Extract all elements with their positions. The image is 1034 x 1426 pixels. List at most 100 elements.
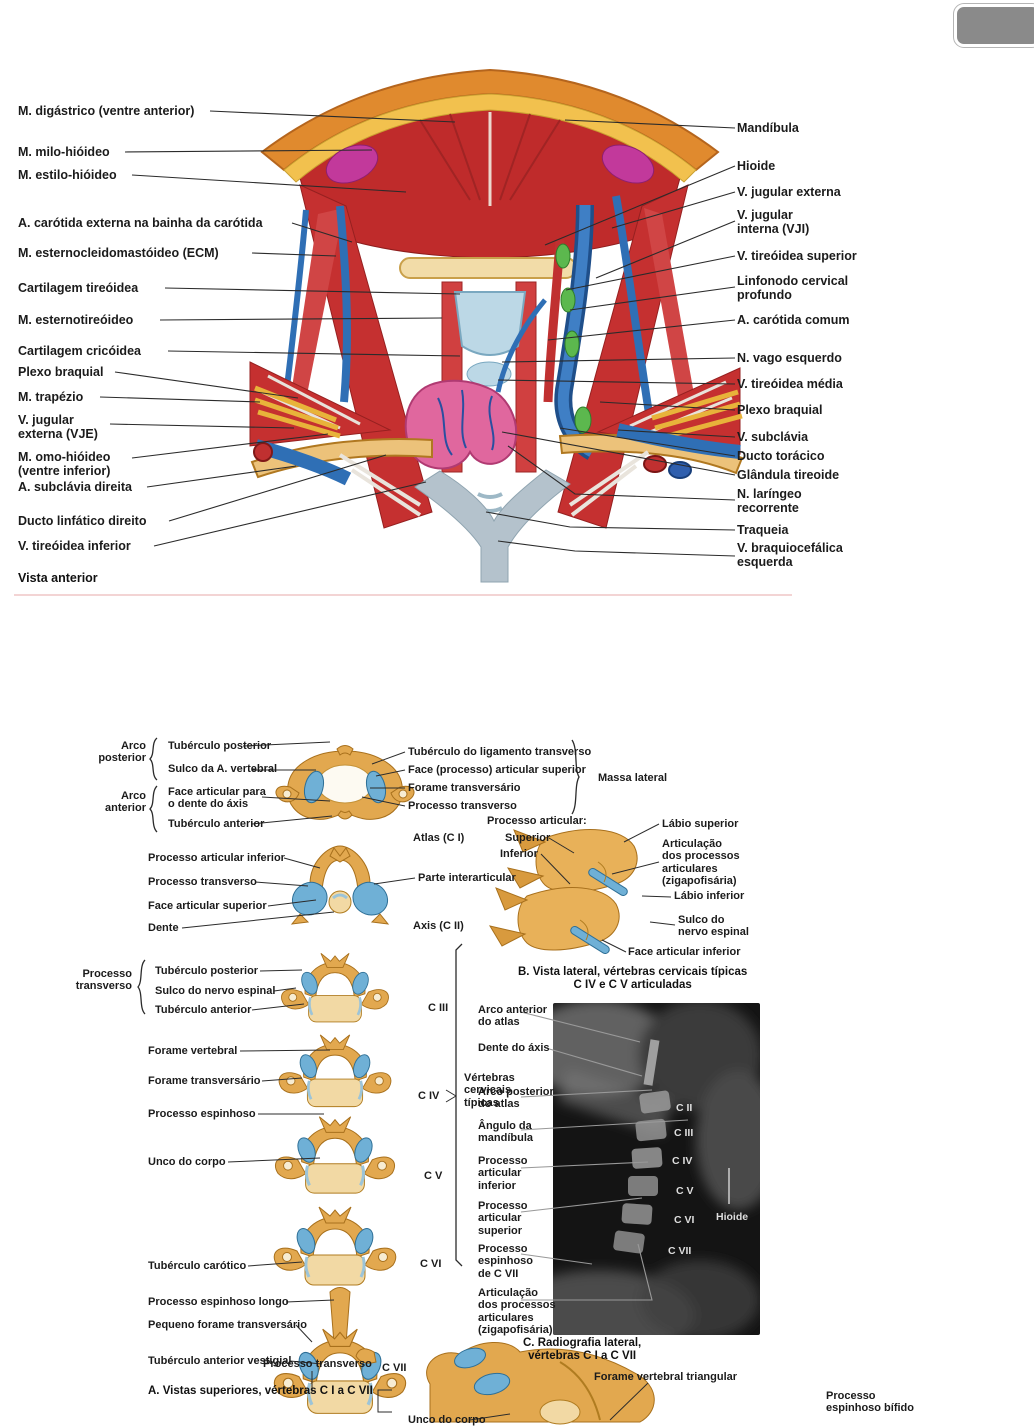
scrollbar-thumb[interactable] [954,4,1034,47]
label-carotida-comum: A. carótida comum [737,313,850,327]
page-divider-line [14,594,792,596]
label-articulacao-zigapofisaria: Articulação dos processos articulares (z… [662,838,740,887]
xray-label-cv: C V [676,1185,694,1197]
xray-label-civ: C IV [672,1155,693,1167]
label-sulco-nervo-espinal: Sulco do nervo espinal [155,985,276,997]
label-arco-posterior-atlas: Arco posterior do atlas [478,1086,554,1111]
label-linfonodo: Linfonodo cervical profundo [737,274,849,302]
label-subclavia: V. subclávia [737,430,809,444]
label-tuberculo-carotico: Tubérculo carótico [148,1260,247,1272]
label-tireoidea-media: V. tireóidea média [737,377,843,391]
label-laringeo-recorrente: N. laríngeo recorrente [737,487,802,515]
label-processo-transverso-bottom: Processo transverso [263,1358,372,1370]
label-inferior: Inferior [500,848,538,860]
cv-drawing [273,1115,397,1195]
label-proc-art-superior-xray: Processo articular superior [478,1200,528,1237]
radiograph [553,1003,760,1335]
label-trapezio: M. trapézio [18,390,84,404]
label-cartilagem-cricoidea: Cartilagem cricóidea [18,344,141,358]
label-ciii: C III [428,1002,449,1014]
label-civ: C IV [418,1090,440,1102]
label-tuberculo-vestigial: Tubérculo anterior vestigial [148,1355,292,1367]
figure2-leader-lines [137,737,676,1421]
label-carotida-externa: A. carótida externa na bainha da carótid… [18,216,263,230]
label-proc-espinhoso-cvii: Processo espinhoso de C VII [478,1243,534,1280]
label-tireoidea-superior: V. tireóidea superior [737,249,857,263]
xray-label-cii: C II [676,1102,693,1114]
label-cvii: C VII [382,1362,407,1374]
label-face-articular-inferior: Face articular inferior [628,946,741,958]
label-ecm: M. esternocleidomastóideo (ECM) [18,246,219,260]
label-plexo-braquial-dir: Plexo braquial [737,403,823,417]
label-proc-art-inferior-xray: Processo articular inferior [478,1155,528,1192]
label-mandibula: Mandíbula [737,121,799,135]
label-massa-lateral: Massa lateral [598,772,668,784]
label-estilo-hioideo: M. estilo-hióideo [18,168,117,182]
label-tuberculo-ligamento: Tubérculo do ligamento transverso [408,746,592,758]
cvii-drawing [272,1287,408,1415]
label-angulo-mandibula: Ângulo da mandíbula [478,1120,534,1145]
label-face-dente-axis: Face articular para o dente do áxis [168,786,266,811]
label-labio-superior: Lábio superior [662,818,739,830]
figure2c-caption: C. Radiografia lateral, vértebras C I a … [523,1337,642,1362]
label-vertebras-tipicas: Vértebras cervicais típicas [464,1072,515,1109]
label-articulacao-zigapofisaria-xray: Articulação dos processos articulares (z… [478,1287,556,1336]
label-processo-espinhoso-bifido: Processo espinhoso bífido [826,1390,914,1415]
label-proc-transverso-axis: Processo transverso [148,876,257,888]
xray-label-hioide: Hioide [716,1211,749,1223]
label-sulco-a-vertebral: Sulco da A. vertebral [168,763,278,775]
label-arco-anterior-atlas: Arco anterior do atlas [478,1004,548,1029]
label-forame-transversario-atlas: Forame transversário [408,782,521,794]
label-forame-vertebral: Forame vertebral [148,1045,238,1057]
atlas-drawing [275,745,415,820]
label-face-proc-articular-sup: Face (processo) articular superior [408,764,586,776]
label-superior: Superior [505,832,551,844]
label-unco-do-corpo-bottom: Unco do corpo [408,1414,486,1426]
label-tuberculo-posterior-atlas: Tubérculo posterior [168,740,272,752]
label-ducto-linfatico: Ducto linfático direito [18,514,147,528]
xray-label-cvii: C VII [668,1245,692,1257]
label-ducto-toracico: Ducto torácico [737,449,825,463]
axis-drawing [290,845,390,925]
label-processo-transverso-atlas: Processo transverso [408,800,517,812]
neck-illustration [249,68,744,583]
civ-drawing [277,1033,393,1109]
label-tuberculo-anterior-ciii: Tubérculo anterior [155,1004,252,1016]
label-proc-articular-inferior: Processo articular inferior [148,852,285,864]
label-forame-transversario: Forame transversário [148,1075,261,1087]
label-processo-espinhoso: Processo espinhoso [148,1108,256,1120]
label-tuberculo-posterior-ciii: Tubérculo posterior [155,965,259,977]
label-parte-interarticular: Parte interarticular [418,872,516,884]
figure1-leader-lines [99,110,736,557]
label-cv: C V [424,1170,443,1182]
label-labio-inferior: Lábio inferior [674,890,745,902]
label-tuberculo-anterior-atlas: Tubérculo anterior [168,818,265,830]
label-pequeno-forame: Pequeno forame transversário [148,1319,307,1331]
label-processo-transverso-grupo: Processo transverso [75,968,132,993]
label-processo-articular: Processo articular: [487,815,587,827]
label-esternotireoideo: M. esternotireóideo [18,313,134,327]
label-dente-do-axis: Dente do áxis [478,1042,550,1054]
label-arco-anterior: Arco anterior [105,790,146,815]
label-plexo-braquial-esq: Plexo braquial [18,365,104,379]
label-omo-hioideo: M. omo-hióideo (ventre inferior) [18,450,111,478]
label-subclavia-direita: A. subclávia direita [18,480,132,494]
cvi-drawing [272,1205,398,1287]
xray-label-cvi: C VI [674,1214,695,1226]
figure2b-caption: B. Vista lateral, vértebras cervicais tí… [518,966,748,991]
label-milo-hioideo: M. milo-hióideo [18,145,110,159]
bottom-vertebra-drawing [355,1341,655,1425]
figure2a-caption: A. Vistas superiores, vértebras C I a C … [148,1385,373,1397]
label-tireoidea-inferior: V. tireóidea inferior [18,539,131,553]
label-arco-posterior: Arco posterior [98,740,146,765]
label-braquiocefalica: V. braquiocefálica esquerda [737,541,843,569]
xray-label-ciii: C III [674,1127,694,1139]
label-jugular-interna: V. jugular interna (VJI) [737,208,810,236]
radiograph-leader-lines [520,1011,689,1301]
label-axis-cii: Axis (C II) [413,920,464,932]
label-cvi: C VI [420,1258,442,1270]
label-vje: V. jugular externa (VJE) [18,413,98,441]
label-unco-do-corpo: Unco do corpo [148,1156,226,1168]
label-processo-espinhoso-longo: Processo espinhoso longo [148,1296,289,1308]
